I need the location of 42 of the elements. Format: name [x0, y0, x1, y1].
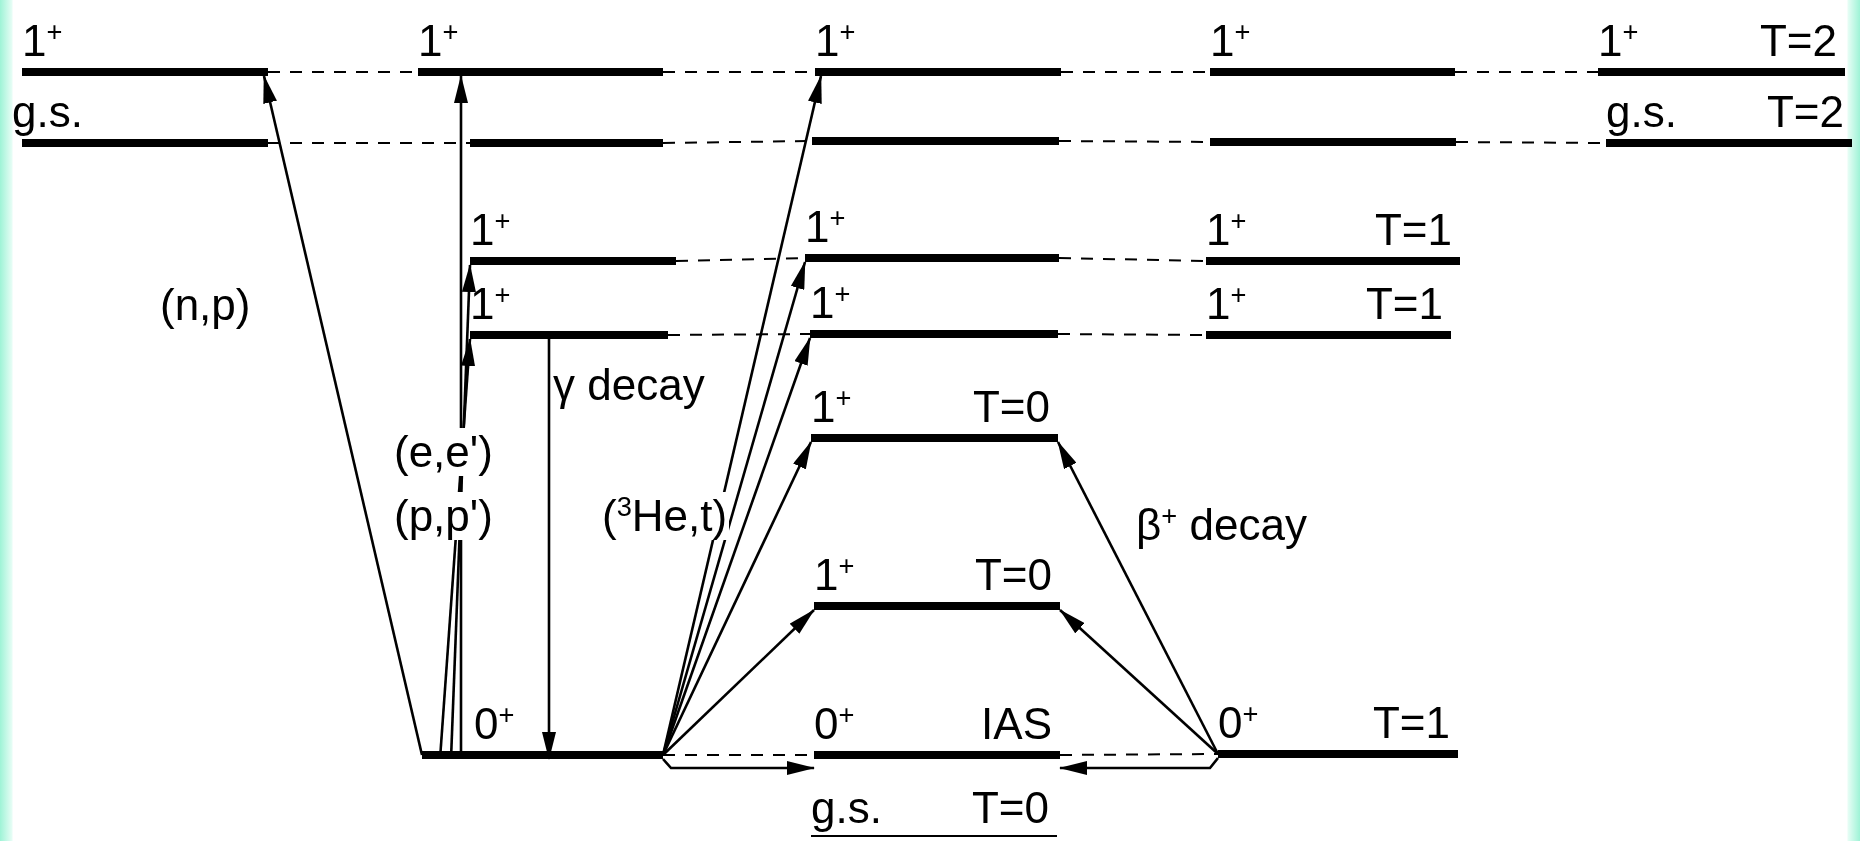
transition-arrow — [1059, 757, 1219, 775]
dashed-connector — [1059, 753, 1219, 756]
level-label: 1$^{+}$ — [815, 18, 856, 67]
level-label: 1$^{+}$ — [1210, 18, 1251, 67]
level-label: T=2 — [1759, 18, 1837, 67]
level-label: 1$^{+}$ — [1206, 281, 1247, 330]
dashed-connector — [267, 142, 471, 144]
level-label: 1$^{+}$ — [470, 281, 511, 330]
level-label: 0$^{+}$ — [1218, 700, 1259, 749]
level-label: T=0 — [974, 552, 1052, 601]
dashed-connector — [1454, 71, 1599, 73]
level-label: g.s. — [12, 89, 83, 138]
reaction-label: β$^{+}$ decay — [1135, 501, 1308, 549]
level-label: 1$^{+}$ — [811, 384, 852, 433]
dashed-connector — [667, 333, 811, 336]
reaction-label: (n,p) — [159, 281, 252, 329]
level-label: IAS — [981, 701, 1052, 750]
transition-arrow — [1059, 609, 1219, 755]
level-label: T=1 — [1374, 207, 1452, 256]
level-label: 1$^{+}$ — [805, 204, 846, 253]
level-label: 1$^{+}$ — [1598, 18, 1639, 67]
level-label: g.s. — [1606, 89, 1677, 138]
level-label: T=1 — [1365, 281, 1443, 330]
level-label: T=2 — [1766, 89, 1844, 138]
level-label: 1$^{+}$ — [814, 552, 855, 601]
transition-arrow — [662, 609, 815, 756]
level-label: 1$^{+}$ — [810, 280, 851, 329]
level-label: T=1 — [1372, 700, 1450, 749]
level-label: g.s. — [811, 785, 882, 834]
transition-arrow — [1056, 441, 1220, 755]
level-label: 1$^{+}$ — [1206, 207, 1247, 256]
level-label: T=0 — [971, 785, 1049, 834]
level-label: 0$^{+}$ — [474, 701, 515, 750]
transition-arrow — [661, 441, 813, 756]
level-label: 1$^{+}$ — [470, 207, 511, 256]
reaction-label: γ decay — [552, 361, 706, 409]
transition-arrow — [262, 75, 424, 756]
level-label: 1$^{+}$ — [22, 18, 63, 67]
level-label: 1$^{+}$ — [418, 18, 459, 67]
level-label: T=0 — [972, 384, 1050, 433]
transition-arrow — [662, 758, 815, 775]
level-label: 0$^{+}$ — [814, 701, 855, 750]
